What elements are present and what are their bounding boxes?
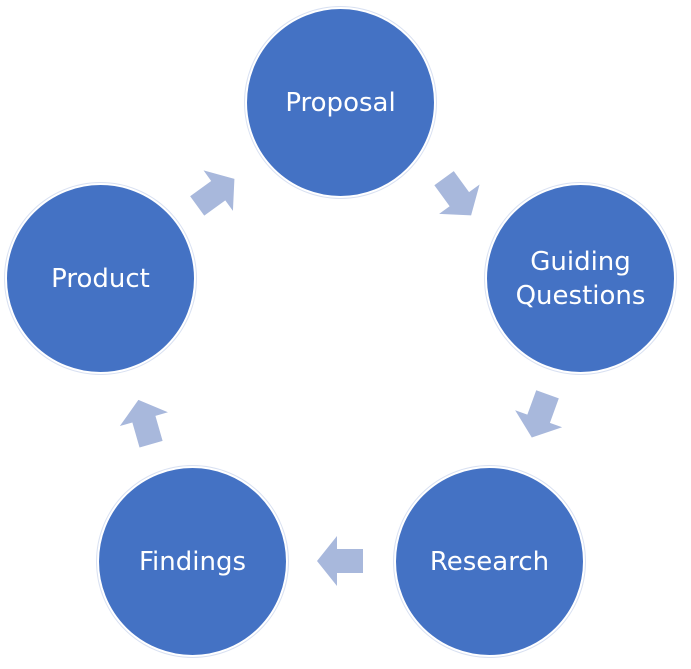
node-research-label: Research: [429, 546, 550, 577]
node-product: Product: [5, 183, 196, 374]
node-findings: Findings: [97, 466, 288, 657]
node-proposal: Proposal: [245, 7, 436, 198]
node-research: Research: [394, 466, 585, 657]
node-proposal-label: Proposal: [285, 87, 396, 118]
node-findings-label: Findings: [138, 546, 247, 577]
arrow-proposal-to-guiding: [434, 171, 480, 216]
arrow-guiding-to-research: [515, 390, 563, 438]
node-product-label: Product: [51, 263, 150, 294]
arrow-research-to-findings: [317, 536, 363, 586]
arrow-product-to-proposal: [190, 170, 235, 216]
node-guiding-questions-label: Guiding Questions: [515, 246, 646, 311]
arrow-findings-to-product: [119, 399, 168, 448]
node-guiding-questions: Guiding Questions: [485, 183, 676, 374]
